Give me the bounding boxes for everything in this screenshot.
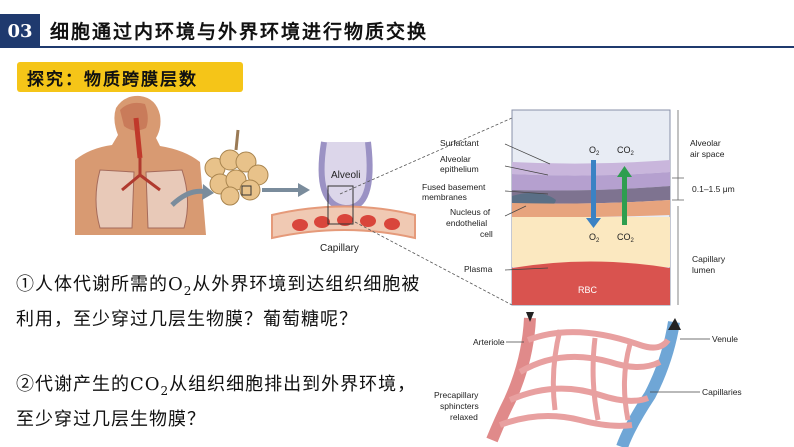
torso-illustration — [75, 95, 206, 235]
surfactant-label: Surfactant — [440, 138, 479, 148]
question-1-text-after: 从外界环境到达组织细胞被利用，至少穿过几层生物膜？葡萄糖呢？ — [16, 274, 421, 330]
alveoli-label: Alveoli — [331, 170, 360, 181]
o2-bottom-label: O2 — [589, 232, 600, 244]
arteriole-label: Arteriole — [473, 337, 505, 347]
question-1-text-before: 人体代谢所需的O — [35, 274, 184, 295]
plasma-label: Plasma — [464, 264, 493, 274]
co2-top-label: CO2 — [617, 145, 635, 157]
co2-bottom-label: CO2 — [617, 232, 635, 244]
capillaries-label: Capillaries — [702, 387, 742, 397]
membrane-cross-section — [504, 109, 684, 306]
capillary-bed — [486, 312, 681, 447]
question-2-text-after: 从组织细胞排出到外界环境，至少穿过几层生物膜？ — [16, 374, 417, 430]
page-title: 细胞通过内环境与外界环境进行物质交换 — [50, 21, 429, 43]
venule-label: Venule — [712, 334, 738, 344]
capillary-label: Capillary — [320, 243, 359, 254]
question-1: ①人体代谢所需的O2从外界环境到达组织细胞被利用，至少穿过几层生物膜？葡萄糖呢？ — [16, 268, 426, 337]
alveolus-capillary-diagram — [271, 117, 513, 306]
rbc-label: RBC — [578, 285, 598, 295]
alveoli-cluster — [204, 129, 269, 206]
question-1-marker: ① — [16, 274, 35, 295]
title-bar: 细胞通过内环境与外界环境进行物质交换 — [40, 14, 794, 48]
question-2-marker: ② — [16, 374, 35, 395]
question-2: ②代谢产生的CO2从组织细胞排出到外界环境，至少穿过几层生物膜？ — [16, 368, 426, 437]
flow-arrow-2-head — [298, 183, 310, 197]
thickness-label: 0.1–1.5 μm — [692, 184, 735, 194]
question-2-text-before: 代谢产生的CO — [35, 374, 161, 395]
topic-tag: 探究：物质跨膜层数 — [17, 62, 243, 92]
flow-arrow-1-head — [202, 184, 214, 200]
question-1-subscript: 2 — [183, 284, 193, 298]
section-number-badge: 03 — [0, 14, 40, 48]
o2-top-label: O2 — [589, 145, 600, 157]
question-2-subscript: 2 — [160, 384, 170, 398]
